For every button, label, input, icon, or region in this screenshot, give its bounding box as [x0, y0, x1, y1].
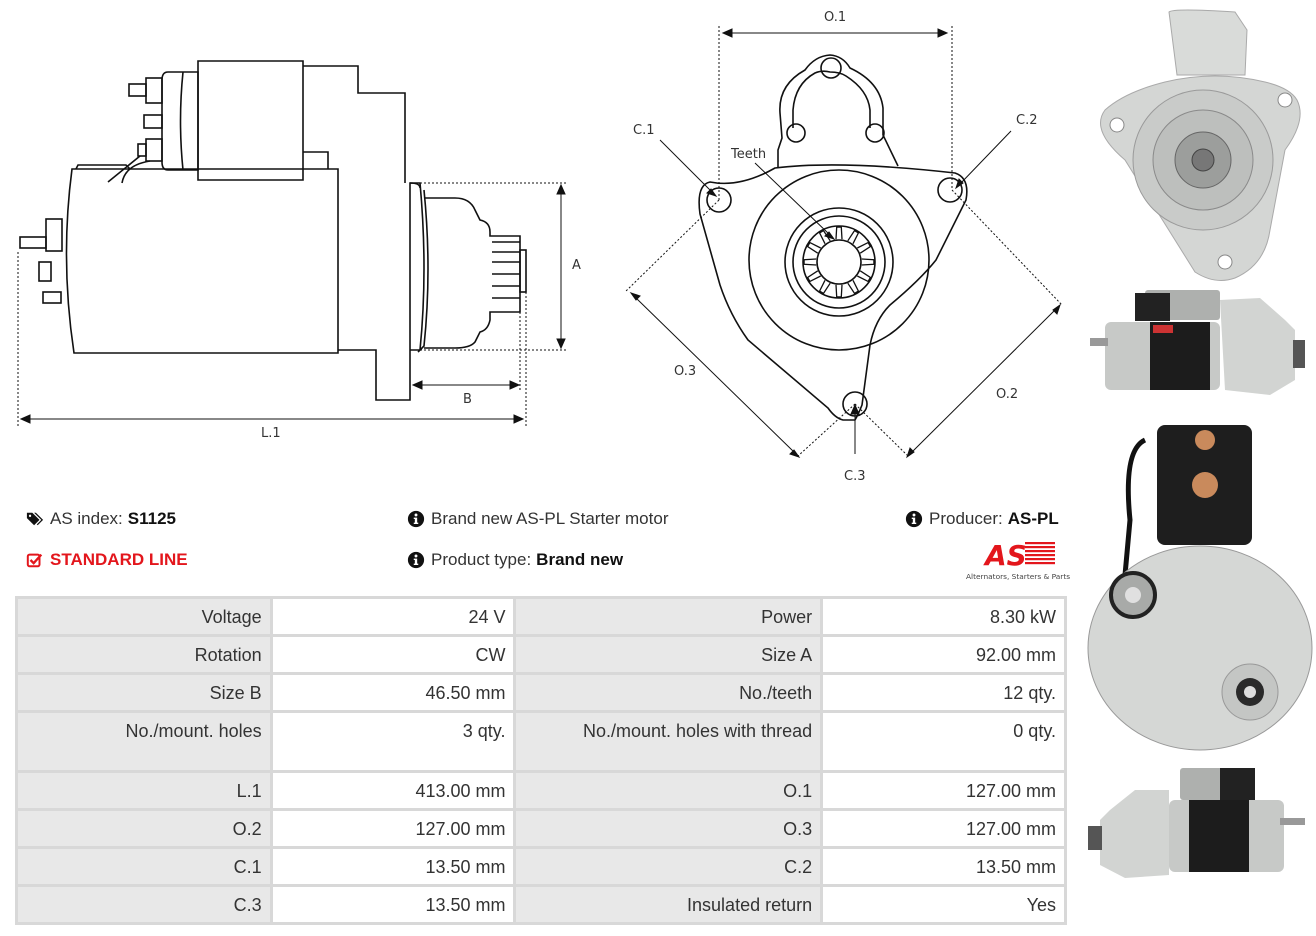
pinion-tooth — [803, 258, 817, 266]
info-icon — [407, 551, 425, 569]
as-logo-mark: AS Alternators, Starters & Parts — [966, 539, 1070, 581]
spec-label: O.3 — [513, 808, 824, 849]
photo-side-view-left[interactable] — [1090, 290, 1305, 395]
standard-line-badge: STANDARD LINE — [26, 550, 188, 570]
pinion-tooth — [835, 284, 843, 298]
producer-value: AS-PL — [1007, 509, 1059, 528]
spec-value: 24 V — [269, 596, 517, 637]
as-pl-logo: AS Alternators, Starters & Parts — [963, 538, 1073, 582]
spec-value: 13.50 mm — [269, 846, 517, 887]
spec-label: No./teeth — [513, 672, 824, 713]
spec-label: C.3 — [15, 884, 273, 925]
pinion-tooth — [857, 241, 872, 254]
spec-value: 127.00 mm — [820, 808, 1067, 849]
photo-side-view-right[interactable] — [1088, 768, 1305, 878]
spec-label: Insulated return — [513, 884, 824, 925]
checkbox-checked-icon — [26, 553, 43, 568]
dim-label-l1: L.1 — [261, 426, 281, 441]
dim-label-c2: C.2 — [1016, 113, 1037, 128]
pinion-tooth — [861, 258, 875, 266]
info-icon — [407, 510, 425, 528]
spec-value: 92.00 mm — [820, 634, 1067, 675]
spec-label: Size B — [15, 672, 273, 713]
front-view-drawing: O.1 O.2 O.3 C.1 C.2 C.3 Teeth — [624, 10, 1063, 484]
side-view-drawing: A B L.1 — [17, 60, 581, 441]
product-description: Brand new AS-PL Starter motor — [407, 509, 668, 529]
spec-value: 127.00 mm — [269, 808, 517, 849]
producer: Producer: AS-PL — [905, 509, 1059, 529]
spec-label: No./mount. holes with thread — [513, 710, 824, 773]
dim-label-b: B — [463, 392, 472, 407]
product-type: Product type: Brand new — [407, 550, 623, 570]
description-text: Brand new AS-PL Starter motor — [431, 509, 669, 528]
solenoid-body — [197, 60, 304, 181]
spec-label: Voltage — [15, 596, 273, 637]
pinion-tooth — [818, 280, 831, 295]
spec-value: 46.50 mm — [269, 672, 517, 713]
spec-value: 127.00 mm — [820, 770, 1067, 811]
product-type-value: Brand new — [536, 550, 624, 569]
spec-label: Rotation — [15, 634, 273, 675]
spec-label: L.1 — [15, 770, 273, 811]
dim-label-o1: O.1 — [824, 10, 846, 25]
pinion-tooth — [847, 229, 860, 244]
pinion-tooth — [857, 270, 872, 283]
spec-label: C.2 — [513, 846, 824, 887]
producer-label: Producer: — [929, 509, 1003, 528]
spec-label: No./mount. holes — [15, 710, 273, 773]
as-index-label: AS index: — [50, 509, 123, 528]
motor-body — [65, 168, 339, 354]
pinion-tooth — [847, 280, 860, 295]
pinion-tooth — [806, 241, 821, 254]
product-photos — [1087, 9, 1313, 878]
as-index-value: S1125 — [127, 509, 176, 528]
logo-tagline: Alternators, Starters & Parts — [966, 572, 1070, 581]
spec-label: Power — [513, 596, 824, 637]
spec-label: O.1 — [513, 770, 824, 811]
spec-value: 3 qty. — [269, 710, 517, 773]
flange-outline — [698, 164, 968, 421]
dim-label-o2: O.2 — [996, 387, 1018, 402]
spec-value: 13.50 mm — [269, 884, 517, 925]
product-type-label: Product type: — [431, 550, 532, 569]
spec-value: Yes — [820, 884, 1067, 925]
photo-rear-end-view[interactable] — [1087, 425, 1313, 751]
spec-value: 0 qty. — [820, 710, 1067, 773]
spec-label: C.1 — [15, 846, 273, 887]
pinion-teeth — [803, 226, 875, 298]
spec-label: O.2 — [15, 808, 273, 849]
spec-value: 413.00 mm — [269, 770, 517, 811]
dim-label-a: A — [572, 258, 581, 273]
teeth-label: Teeth — [730, 147, 766, 162]
tags-icon — [26, 512, 44, 526]
dim-label-o3: O.3 — [674, 364, 696, 379]
info-icon — [905, 510, 923, 528]
spec-label: Size A — [513, 634, 824, 675]
spec-value: 13.50 mm — [820, 846, 1067, 887]
spec-value: 8.30 kW — [820, 596, 1067, 637]
standard-line-text: STANDARD LINE — [50, 550, 188, 569]
pinion-tooth — [835, 226, 843, 240]
dim-label-c1: C.1 — [633, 123, 654, 138]
spec-value: CW — [269, 634, 517, 675]
pinion-tooth — [806, 270, 821, 283]
logo-text: AS — [983, 539, 1027, 572]
as-index: AS index: S1125 — [26, 509, 176, 529]
photo-front-flange-view[interactable] — [1100, 9, 1301, 281]
dim-label-c3: C.3 — [844, 469, 865, 484]
spec-value: 12 qty. — [820, 672, 1067, 713]
